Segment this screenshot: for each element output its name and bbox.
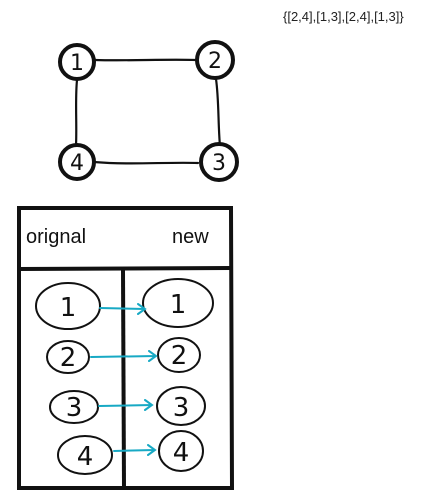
table-outline bbox=[17, 206, 235, 490]
new-value-1: 1 bbox=[170, 290, 187, 320]
graph-node-3-label: 3 bbox=[212, 151, 226, 176]
table-header-divider bbox=[18, 266, 232, 271]
map-arrow-3 bbox=[98, 399, 154, 411]
original-value-2: 2 bbox=[60, 343, 77, 373]
new-oval-3 bbox=[156, 386, 206, 426]
edge-2-3 bbox=[214, 77, 222, 148]
new-oval-2 bbox=[157, 337, 201, 373]
graph-node-1-label: 1 bbox=[70, 51, 84, 76]
original-oval-4 bbox=[57, 435, 113, 475]
graph-node-4 bbox=[58, 143, 96, 181]
header-original: orignal bbox=[26, 226, 87, 248]
edge-4-1 bbox=[74, 78, 79, 147]
graph-node-1 bbox=[58, 43, 96, 81]
original-value-1: 1 bbox=[60, 293, 77, 323]
edge-3-4 bbox=[92, 160, 200, 165]
graph-node-2-label: 2 bbox=[208, 49, 222, 74]
header-new: new bbox=[172, 226, 209, 248]
edge-1-2 bbox=[93, 58, 198, 62]
graph-node-3 bbox=[199, 142, 239, 182]
new-value-2: 2 bbox=[171, 341, 188, 371]
adjacency-list-text: {[2,4],[1,3],[2,4],[1,3]} bbox=[283, 9, 404, 24]
original-oval-1 bbox=[35, 282, 101, 330]
original-value-4: 4 bbox=[77, 442, 94, 472]
new-value-4: 4 bbox=[173, 438, 190, 468]
original-oval-2 bbox=[46, 340, 90, 374]
map-arrow-1 bbox=[99, 303, 147, 315]
original-value-3: 3 bbox=[66, 393, 83, 423]
graph-node-2 bbox=[195, 40, 235, 80]
new-oval-1 bbox=[142, 278, 214, 328]
new-value-3: 3 bbox=[173, 393, 190, 423]
new-oval-4 bbox=[158, 430, 204, 472]
original-oval-3 bbox=[49, 390, 99, 424]
table-column-divider bbox=[121, 269, 126, 489]
graph-node-4-label: 4 bbox=[70, 151, 84, 176]
map-arrow-2 bbox=[90, 350, 158, 362]
map-arrow-4 bbox=[113, 444, 157, 456]
